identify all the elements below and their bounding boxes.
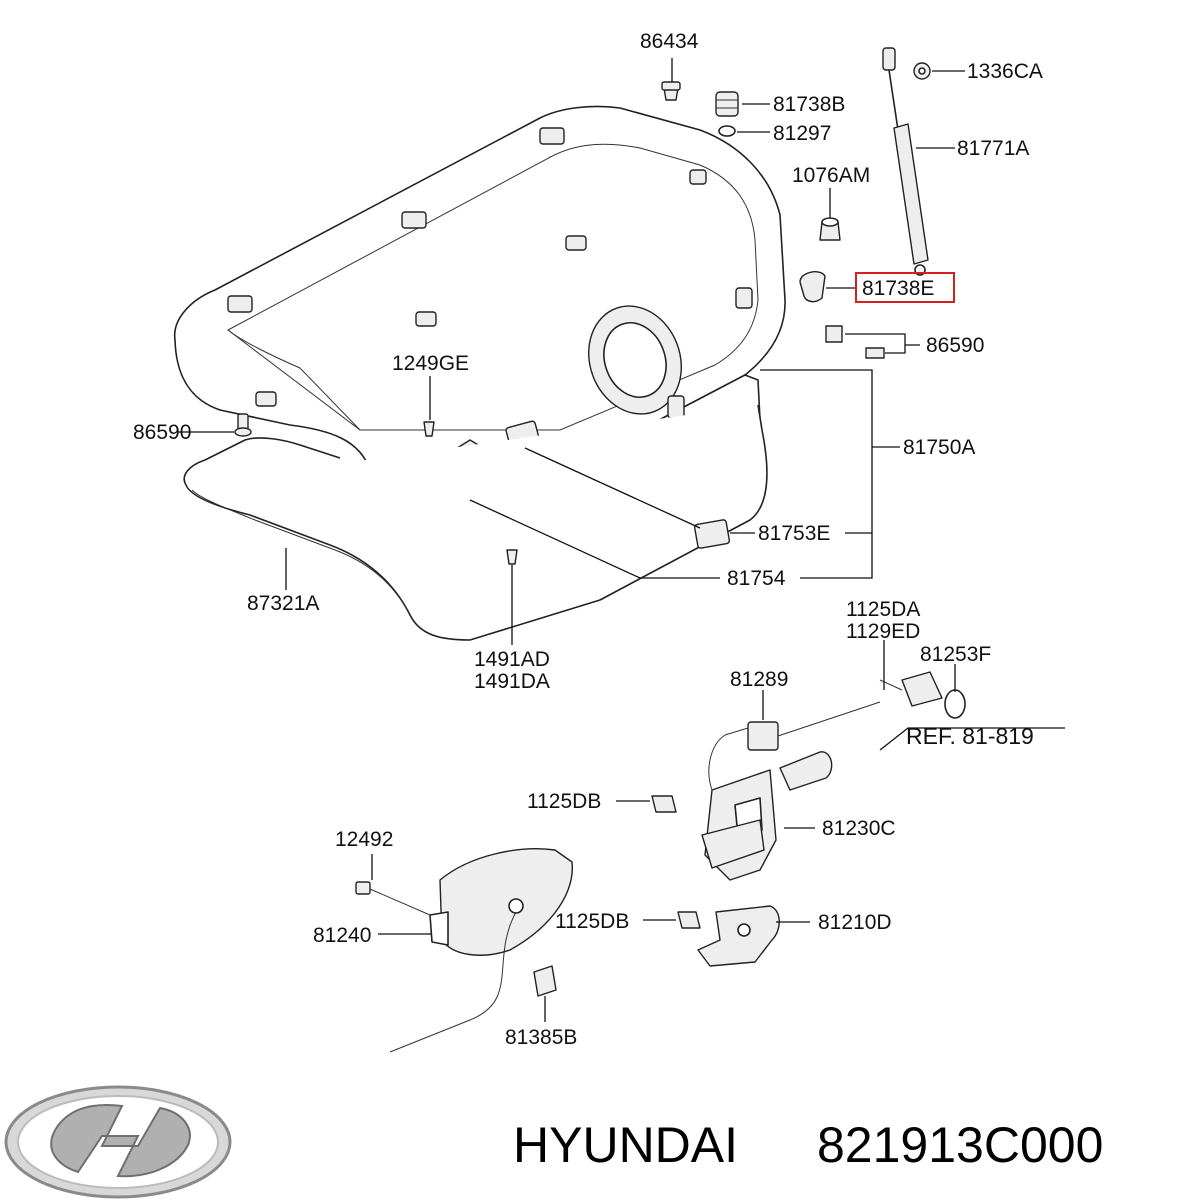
label-81771a: 81771A [957, 137, 1029, 160]
label-81210d: 81210D [818, 911, 892, 934]
label-1129ed: 1129ED [846, 620, 920, 643]
highlight-box-81738e [855, 272, 955, 303]
striker-81210d [697, 905, 780, 967]
actuator-81289 [747, 701, 881, 751]
oring-81297 [718, 125, 736, 137]
label-81297: 81297 [773, 122, 831, 145]
label-81230c: 81230C [822, 817, 896, 840]
label-1076am: 1076AM [792, 164, 870, 187]
label-1491ad: 1491AD [474, 648, 550, 671]
label-1125da: 1125DA [846, 598, 920, 621]
bolt-1125db-lower [677, 911, 701, 929]
screw-1491ad [506, 549, 518, 565]
label-81754: 81754 [727, 567, 786, 590]
brand-name: HYUNDAI [513, 1117, 738, 1173]
label-81738e: 81738E [862, 277, 934, 300]
bolts-86590-right [825, 325, 885, 359]
bumper-81738e [799, 271, 826, 303]
bolt-86590-left [234, 413, 252, 437]
nut-1336ca [913, 62, 931, 80]
screw-1249ge [423, 421, 435, 437]
label-86590-right: 86590 [926, 334, 984, 357]
label-81253f: 81253F [920, 643, 991, 666]
label-1249ge: 1249GE [392, 352, 469, 375]
label-ref-81-819: REF. 81-819 [906, 723, 1034, 749]
leader-lines-lower [371, 640, 1065, 1022]
lamp-81240 [389, 848, 573, 1053]
label-81753e: 81753E [758, 522, 830, 545]
clip-86434 [661, 81, 681, 101]
label-81240: 81240 [313, 924, 371, 947]
label-12492: 12492 [335, 828, 393, 851]
label-81738b: 81738B [773, 93, 845, 116]
label-1336ca: 1336CA [967, 60, 1043, 83]
part-number: 821913C000 [817, 1117, 1103, 1173]
label-1491da: 1491DA [474, 670, 550, 693]
gas-spring-81771a [882, 47, 929, 276]
bumper-81738b [715, 91, 739, 117]
nut-1076am [819, 217, 841, 241]
label-81750a: 81750A [903, 436, 975, 459]
label-86434: 86434 [640, 30, 699, 53]
label-86590-left: 86590 [133, 421, 191, 444]
latch-assembly-81230c [701, 727, 833, 881]
screw-12492 [355, 881, 431, 916]
bulb-81385b [533, 965, 557, 997]
lock-cylinder-81253f [879, 671, 966, 719]
leader-lines-upper [178, 58, 965, 645]
label-87321a: 87321A [247, 592, 319, 615]
label-81385b: 81385B [505, 1026, 577, 1049]
plug-81753e [693, 519, 731, 549]
label-1125db-upper: 1125DB [527, 790, 601, 813]
hyundai-logo [4, 1085, 232, 1199]
bolt-1125db-upper [651, 795, 677, 813]
label-81289: 81289 [730, 668, 788, 691]
label-1125db-lower: 1125DB [555, 910, 629, 933]
